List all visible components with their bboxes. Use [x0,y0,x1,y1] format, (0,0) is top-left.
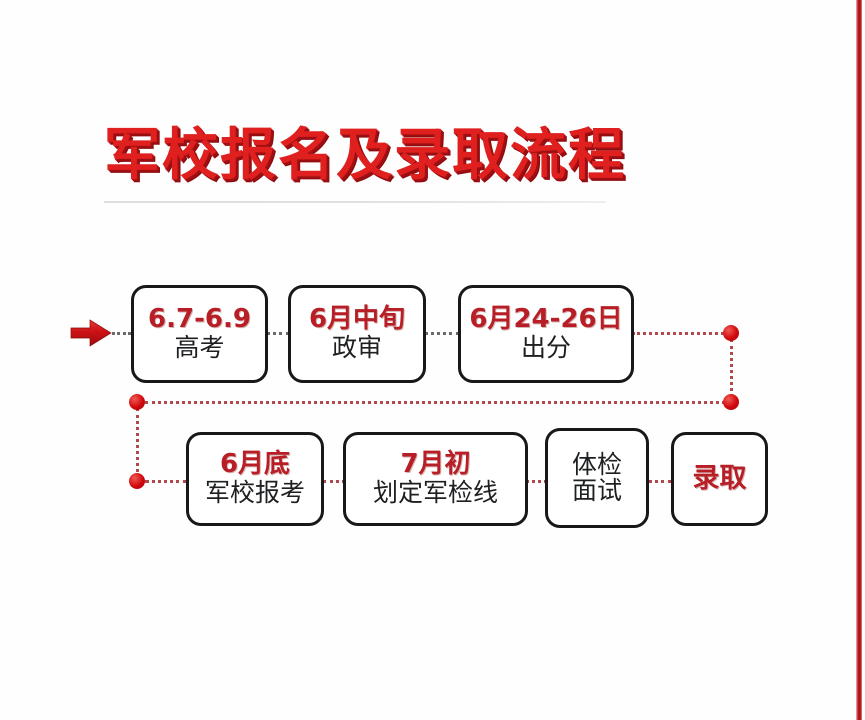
step-mianshi-label: 面试 [571,476,622,505]
title-divider [104,201,606,203]
route-dot-bottom-left [129,473,145,489]
step-gaokao-date: 6.7-6.9 [148,304,251,335]
step-luqu[interactable]: 录取 [671,432,768,526]
connector-junxiao-to-huading [323,480,345,483]
step-tijian-label: 体检 [571,449,622,479]
step-chufen-label: 出分 [520,333,571,363]
step-chufen-date: 6月24-26日 [469,304,623,335]
step-junxiao-baokao[interactable]: 6月底 军校报考 [186,432,324,526]
step-zhengshen[interactable]: 6月中旬 政审 [288,285,426,383]
step-gaokao[interactable]: 6.7-6.9 高考 [131,285,268,383]
connector-gaokao-to-zhengshen [266,332,290,335]
route-dot-mid-left [129,394,145,410]
edge-accent-stripe [856,0,862,720]
step-huading-junjianxian[interactable]: 7月初 划定军检线 [343,432,528,526]
step-junxiao-baokao-label: 军校报考 [204,478,305,508]
connector-right-vertical [730,339,733,397]
connector-right-to-left-horizontal [145,401,725,404]
step-chufen[interactable]: 6月24-26日 出分 [458,285,634,383]
page-title-text: 军校报名及录取流程 [104,123,626,188]
route-dot-mid-right [723,394,739,410]
connector-left-vertical [136,408,139,478]
step-huading-junjianxian-date: 7月初 [400,449,471,480]
step-luqu-label: 录取 [692,462,747,494]
route-dot-top-right [723,325,739,341]
step-tijian-mianshi[interactable]: 体检 面试 [545,428,649,528]
step-zhengshen-date: 6月中旬 [308,304,406,335]
connector-zhengshen-to-chufen [424,332,460,335]
connector-arrow-to-gaokao [112,332,131,335]
connector-tijian-to-luqu [648,480,672,483]
start-arrow-icon [70,318,112,348]
connector-chufen-to-right-node [632,332,724,335]
step-gaokao-label: 高考 [174,333,225,363]
step-huading-junjianxian-label: 划定军检线 [372,478,498,508]
step-zhengshen-label: 政审 [331,333,382,363]
connector-huading-to-tijian [526,480,547,483]
connector-left-node-to-junxiao [145,480,187,483]
page-title: 军校报名及录取流程 [104,120,624,200]
step-junxiao-baokao-date: 6月底 [219,449,291,480]
